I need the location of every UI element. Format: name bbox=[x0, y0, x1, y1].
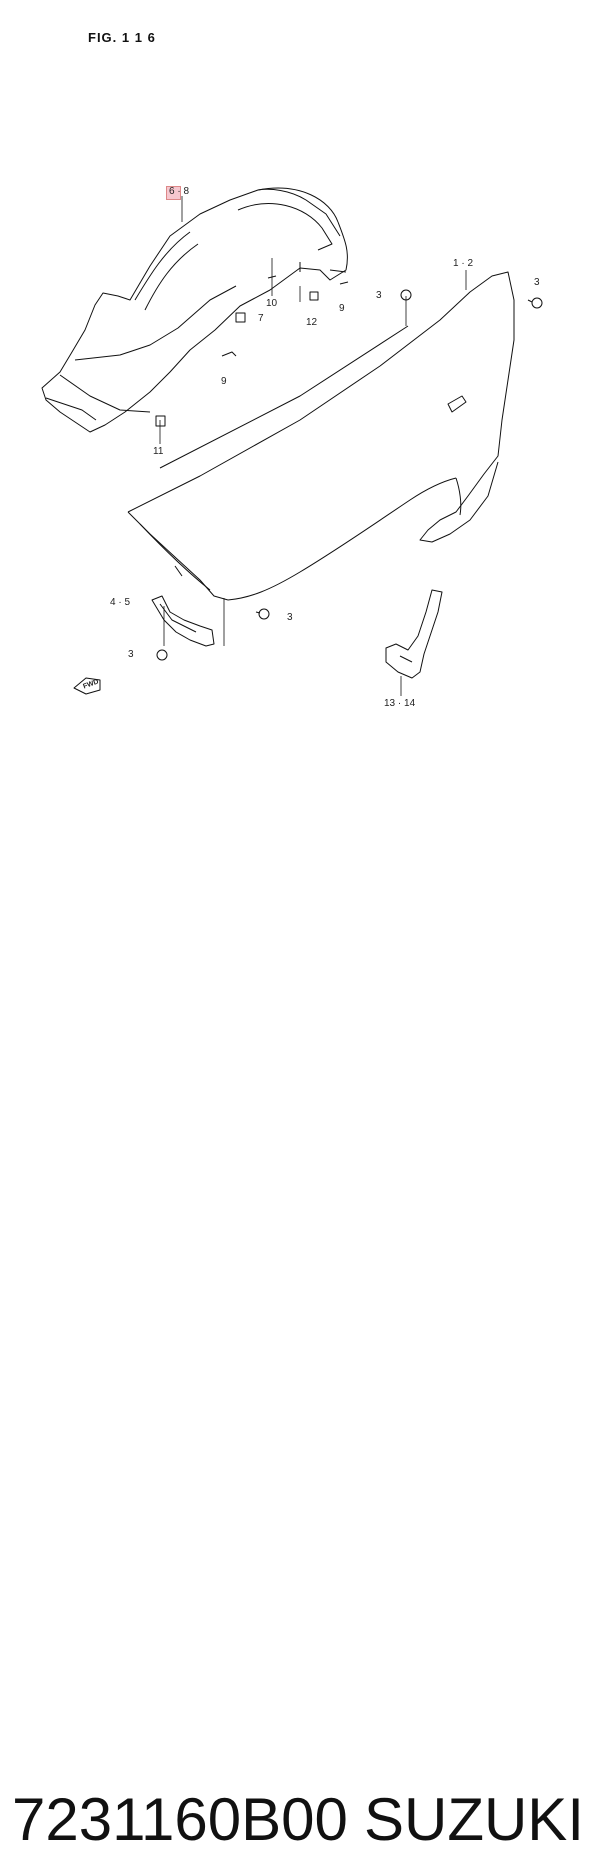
callout-mudflap: 13 · 14 bbox=[384, 698, 416, 709]
highlight-marker bbox=[166, 186, 181, 200]
figure-title: FIG. 1 1 6 bbox=[88, 30, 156, 45]
callout-screw-9-right: 9 bbox=[339, 303, 345, 314]
brand-name: SUZUKI bbox=[363, 1786, 584, 1853]
callout-screw-10: 10 bbox=[266, 298, 278, 309]
diagram-svg bbox=[41, 187, 543, 696]
callout-clip-7: 7 bbox=[258, 313, 264, 324]
fwd-arrow bbox=[73, 677, 101, 695]
front-fender bbox=[127, 271, 515, 601]
leader-lines bbox=[159, 196, 467, 696]
callout-bolt-left-lower: 3 bbox=[128, 649, 134, 660]
mudflap-part bbox=[385, 589, 443, 679]
parts-diagram: FIG. 1 1 6 6 · 8 1 · 2 3 3 10 7 9 12 9 1… bbox=[0, 0, 600, 850]
fasteners bbox=[155, 275, 543, 661]
callout-clip-11: 11 bbox=[153, 446, 164, 457]
callout-clip-12: 12 bbox=[306, 317, 318, 328]
bracket-part bbox=[151, 595, 215, 647]
callout-bracket: 4 · 5 bbox=[110, 597, 131, 608]
callout-bolt-top-right: 3 bbox=[534, 277, 540, 288]
callout-fender: 1 · 2 bbox=[453, 258, 474, 269]
callout-bolt-top-mid: 3 bbox=[376, 290, 382, 301]
part-number: 7231160B00 bbox=[12, 1786, 348, 1853]
footer: 7231160B00 SUZUKI bbox=[0, 880, 600, 1853]
callout-bolt-right-lower: 3 bbox=[287, 612, 293, 623]
inner-fender-liner bbox=[41, 187, 348, 433]
callout-screw-9-left: 9 bbox=[221, 376, 227, 387]
callout-inner-fender: 6 · 8 bbox=[169, 186, 190, 197]
